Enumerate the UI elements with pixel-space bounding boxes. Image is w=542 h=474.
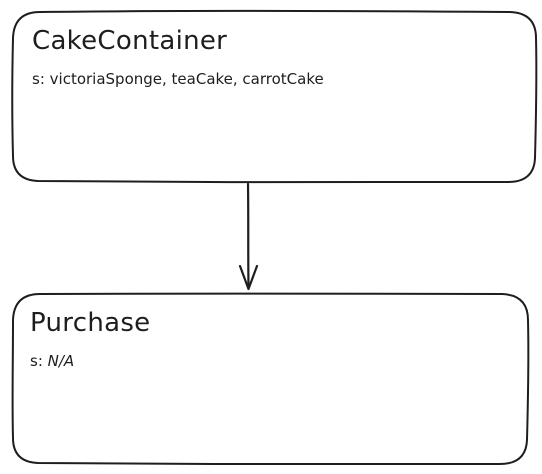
node-cake-container[interactable]: CakeContainer s: victoriaSponge, teaCake… [10,9,538,184]
node-purchase[interactable]: Purchase s: N/A [10,292,530,466]
attribute-label: s: [30,352,43,370]
node-border [11,292,530,466]
node-border [11,9,538,184]
node-attribute: s: victoriaSponge, teaCake, carrotCake [32,70,324,88]
arrow-head [238,264,259,291]
node-title: CakeContainer [32,26,228,56]
attribute-value: victoriaSponge, teaCake, carrotCake [49,70,324,88]
attribute-value: N/A [47,352,75,370]
attribute-label: s: [32,70,45,88]
node-title: Purchase [30,308,151,338]
node-attribute: s: N/A [30,352,74,370]
arrow-shaft [246,182,250,290]
